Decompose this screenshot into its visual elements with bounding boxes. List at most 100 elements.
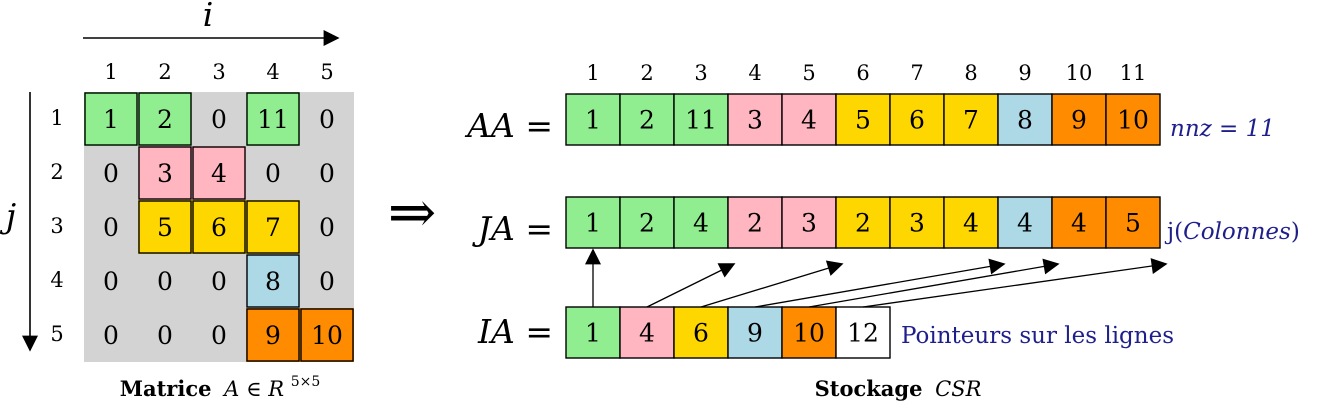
- matrix-cell-value: 0: [157, 321, 173, 350]
- aa-cell: [565, 93, 621, 146]
- i-axis-label: i: [203, 0, 214, 34]
- csr-index: 1: [586, 61, 599, 85]
- csr-caption: Stockage CSR: [815, 376, 982, 401]
- pointer-arrow: [862, 258, 1168, 308]
- ia-cell-value: 9: [747, 319, 763, 348]
- matrix-cell-bg: [300, 254, 354, 308]
- matrix-cell-value: 7: [265, 213, 281, 242]
- matrix-col-index: 1: [104, 60, 117, 84]
- ja-cell: [727, 196, 783, 249]
- matrix-cell-value: 0: [211, 105, 227, 134]
- matrix-cell-value: 6: [211, 213, 227, 242]
- matrix-cell-value: 2: [157, 105, 173, 134]
- csr-index: 11: [1120, 61, 1147, 85]
- ja-cell-value: 3: [909, 209, 925, 238]
- matrix-cell-border: [246, 92, 300, 146]
- csr-index: 3: [694, 61, 707, 85]
- matrix-col-index: 2: [158, 60, 171, 84]
- aa-cell-value: 4: [801, 106, 817, 135]
- ja-cell-value: 2: [855, 209, 871, 238]
- aa-cell: [619, 93, 675, 146]
- matrix-cell-value: 8: [265, 267, 281, 296]
- aa-cell: [997, 93, 1053, 146]
- aa-cell-value: 7: [963, 106, 979, 135]
- ja-note-italic: Colonnes: [1183, 219, 1291, 245]
- pointer-arrow: [646, 263, 736, 308]
- matrix-cell-border: [138, 146, 192, 200]
- csr-index: 10: [1066, 61, 1093, 85]
- matrix-cell-value: 0: [265, 159, 281, 188]
- matrix-cell-value: 5: [157, 213, 173, 242]
- ja-cell-value: 5: [1125, 209, 1141, 238]
- ia-cell: [781, 306, 837, 359]
- aa-cell-value: 2: [639, 106, 655, 135]
- matrix-row-index: 1: [50, 106, 63, 130]
- matrix-cell-bg: [246, 92, 300, 146]
- matrix-cell-bg: [138, 308, 192, 362]
- aa-cell: [1051, 93, 1107, 146]
- matrix-cell-bg: [84, 254, 138, 308]
- ja-cell-value: 4: [963, 209, 979, 238]
- matrix-cell-value: 0: [103, 321, 119, 350]
- matrix-col-index: 5: [320, 60, 333, 84]
- matrix-cell-value: 3: [157, 159, 173, 188]
- ja-cell-value: 3: [801, 209, 817, 238]
- matrix-cell-value: 0: [319, 159, 335, 188]
- ja-cell-value: 1: [585, 209, 601, 238]
- matrix-cell-border: [246, 308, 300, 362]
- ia-cell-value: 10: [793, 319, 825, 348]
- pointer-arrow: [700, 260, 844, 308]
- matrix-cell-border: [138, 92, 192, 146]
- ia-cell-value: 4: [639, 319, 655, 348]
- ia-cell-value: 6: [693, 319, 709, 348]
- ja-note-suffix: ): [1291, 219, 1300, 245]
- matrix-cell-bg: [138, 92, 192, 146]
- matrix-cell-value: 0: [211, 321, 227, 350]
- aa-cell: [943, 93, 999, 146]
- matrix-cell-value: 4: [211, 159, 227, 188]
- ja-cell: [1051, 196, 1107, 249]
- matrix-cell-border: [192, 146, 246, 200]
- matrix-cell-value: 0: [157, 267, 173, 296]
- matrix-cell-bg: [300, 200, 354, 254]
- csr-index: 7: [910, 61, 923, 85]
- ia-note: Pointeurs sur les lignes: [901, 323, 1174, 349]
- pointer-arrow: [808, 258, 1060, 308]
- pointer-arrow: [754, 258, 1006, 308]
- aa-cell: [673, 93, 729, 146]
- aa-cell: [781, 93, 837, 146]
- matrix-cell-value: 9: [265, 321, 281, 350]
- matrix-cell-value: 11: [257, 105, 289, 134]
- matrix-cell-value: 0: [319, 213, 335, 242]
- matrix-cell-bg: [84, 308, 138, 362]
- matrix-col-index: 4: [266, 60, 279, 84]
- matrix-cell-bg: [192, 254, 246, 308]
- matrix-cell-bg: [192, 200, 246, 254]
- ja-cell-value: 4: [1017, 209, 1033, 238]
- aa-cell-value: 9: [1071, 106, 1087, 135]
- matrix-cell-border: [300, 308, 354, 362]
- matrix-cell-bg: [246, 200, 300, 254]
- matrix-cell-bg: [84, 200, 138, 254]
- matrix-cell-border: [84, 92, 138, 146]
- matrix-cell-border: [138, 200, 192, 254]
- csr-index: 2: [640, 61, 653, 85]
- aa-label: AA =: [464, 106, 553, 145]
- matrix-cell-border: [246, 200, 300, 254]
- j-axis-label: j: [0, 196, 16, 235]
- aa-cell-value: 6: [909, 106, 925, 135]
- matrix-cell-bg: [192, 308, 246, 362]
- matrix-row-index: 2: [50, 160, 63, 184]
- ja-cell: [781, 196, 837, 249]
- matrix-cell-bg: [192, 146, 246, 200]
- ja-cell: [1105, 196, 1161, 249]
- ia-cell: [835, 306, 891, 359]
- aa-cell-value: 3: [747, 106, 763, 135]
- matrix-cell-bg: [246, 308, 300, 362]
